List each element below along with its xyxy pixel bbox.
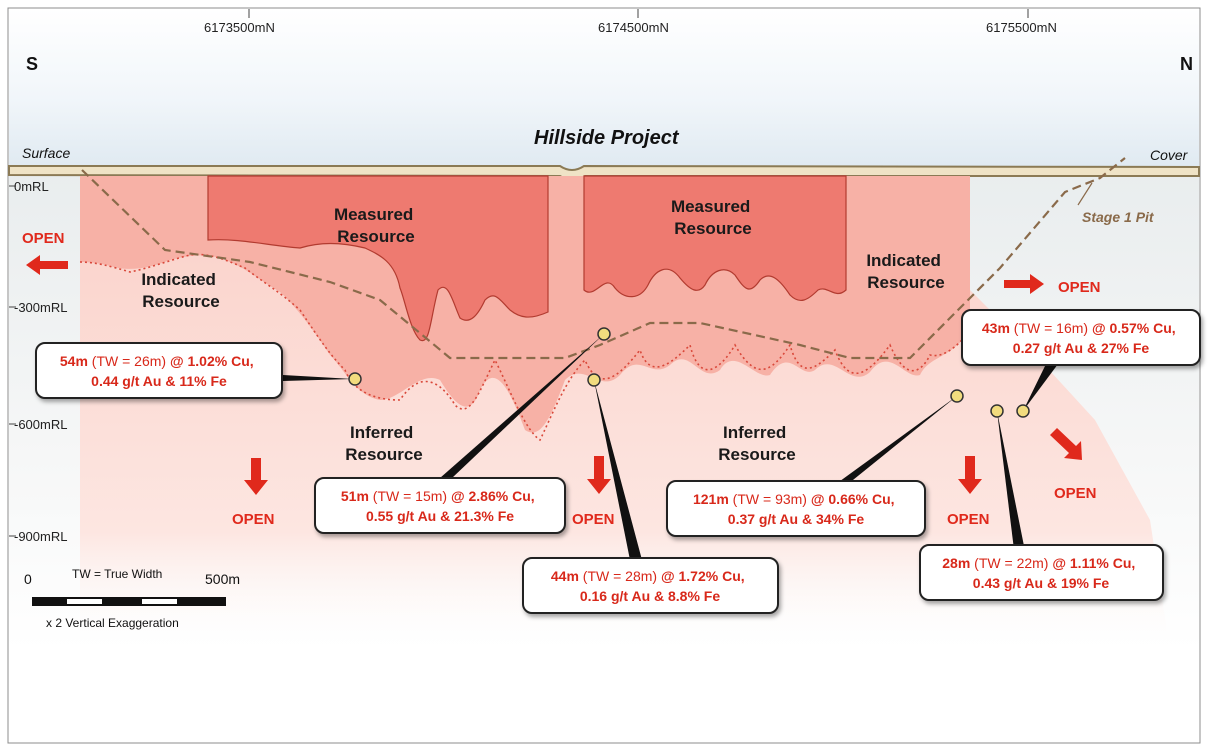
- drill-intercepts: [348, 327, 1030, 418]
- svg-text:51m (TW = 15m) @ 2.86% Cu,: 51m (TW = 15m) @ 2.86% Cu, 0.55 g/t Au &…: [341, 488, 539, 524]
- callout-4: 121m (TW = 93m) @ 0.66% Cu, 0.37 g/t Au …: [666, 480, 926, 537]
- svg-text:OPEN: OPEN: [947, 511, 990, 528]
- surface-label: Surface: [22, 145, 70, 161]
- callout-6: 28m (TW = 22m) @ 1.11% Cu, 0.43 g/t Au &…: [919, 544, 1164, 601]
- northing-label-2: 6174500mN: [598, 20, 669, 35]
- depth-ticks: [9, 185, 16, 537]
- leader-2: [440, 334, 604, 478]
- inferred-boundary: [79, 253, 971, 442]
- northing-label-1: 6173500mN: [204, 20, 275, 35]
- scale-exaggeration: x 2 Vertical Exaggeration: [46, 616, 179, 630]
- intercept-point-1: [348, 372, 362, 386]
- scale-note: TW = True Width: [72, 567, 162, 581]
- open-arrow-down-1: OPEN: [232, 458, 275, 528]
- leader-5: [997, 411, 1028, 566]
- svg-text:54m (TW = 26m) @ 1.02% Cu,: 54m (TW = 26m) @ 1.02% Cu, 0.44 g/t Au &…: [60, 353, 258, 389]
- open-arrow-west: OPEN: [22, 230, 68, 275]
- pit-label-leader: [1077, 182, 1093, 206]
- intercept-point-2: [597, 327, 611, 341]
- svg-text:44m (TW = 28m) @ 1.72% Cu,: 44m (TW = 28m) @ 1.72% Cu, 0.16 g/t Au &…: [551, 568, 749, 604]
- sky: [9, 9, 1199, 171]
- indicated-label-2: Indicated Resource: [866, 251, 945, 292]
- cover-label: Cover: [1150, 147, 1189, 163]
- svg-text:OPEN: OPEN: [572, 511, 615, 528]
- callout-1: 54m (TW = 26m) @ 1.02% Cu, 0.44 g/t Au &…: [35, 342, 283, 399]
- leader-4: [836, 396, 957, 484]
- svg-text:OPEN: OPEN: [232, 511, 275, 528]
- scale-zero: 0: [24, 571, 32, 587]
- indicated-label-1: Indicated Resource: [141, 270, 220, 311]
- callout-3: 44m (TW = 28m) @ 1.72% Cu, 0.16 g/t Au &…: [522, 557, 779, 614]
- stage-1-pit-outline: [81, 157, 1126, 360]
- pit-label: Stage 1 Pit: [1082, 209, 1155, 225]
- depth-label-600: -600mRL: [14, 417, 67, 432]
- measured-zone-1: [207, 175, 549, 342]
- callout-2: 51m (TW = 15m) @ 2.86% Cu, 0.55 g/t Au &…: [314, 477, 566, 534]
- scale-bar: 0 TW = True Width 500m x 2 Vertical Exag…: [24, 567, 240, 630]
- leader-3: [594, 380, 642, 560]
- inferred-label-2: Inferred Resource: [718, 423, 795, 464]
- depth-label-0: 0mRL: [14, 179, 49, 194]
- depth-label-900: -900mRL: [14, 529, 67, 544]
- open-arrow-east: OPEN: [1004, 274, 1101, 296]
- measured-label-2: Measured Resource: [671, 197, 755, 238]
- intercept-point-5: [990, 404, 1004, 418]
- open-arrow-down-2: OPEN: [572, 456, 615, 528]
- svg-text:OPEN: OPEN: [1058, 279, 1101, 296]
- svg-text:43m (TW = 16m) @ 0.57% Cu,: 43m (TW = 16m) @ 0.57% Cu, 0.27 g/t Au &…: [982, 320, 1180, 356]
- intercept-point-6: [1016, 404, 1030, 418]
- open-arrow-southeast: OPEN: [1050, 428, 1097, 502]
- callout-leaders: [283, 334, 1058, 566]
- project-title: Hillside Project: [534, 127, 680, 149]
- south-label: S: [26, 54, 38, 74]
- northing-ticks: [248, 9, 1029, 18]
- scale-end: 500m: [205, 571, 240, 587]
- measured-zone-2: [583, 175, 847, 302]
- intercept-point-3: [587, 373, 601, 387]
- svg-text:OPEN: OPEN: [22, 230, 65, 247]
- measured-label-1: Measured Resource: [334, 205, 418, 246]
- north-label: N: [1180, 54, 1193, 74]
- svg-text:OPEN: OPEN: [1054, 485, 1097, 502]
- leader-1: [283, 375, 353, 381]
- inferred-label-1: Inferred Resource: [345, 423, 422, 464]
- svg-text:121m (TW = 93m) @ 0.66% Cu,: 121m (TW = 93m) @ 0.66% Cu, 0.37 g/t Au …: [693, 491, 899, 527]
- svg-text:28m (TW = 22m) @ 1.11% Cu,: 28m (TW = 22m) @ 1.11% Cu, 0.43 g/t Au &…: [942, 555, 1139, 591]
- intercept-point-4: [950, 389, 964, 403]
- depth-label-300: -300mRL: [14, 300, 67, 315]
- northing-label-3: 6175500mN: [986, 20, 1057, 35]
- open-arrow-down-3: OPEN: [947, 456, 990, 528]
- leader-6: [1023, 364, 1058, 411]
- callout-5: 43m (TW = 16m) @ 0.57% Cu, 0.27 g/t Au &…: [961, 309, 1201, 366]
